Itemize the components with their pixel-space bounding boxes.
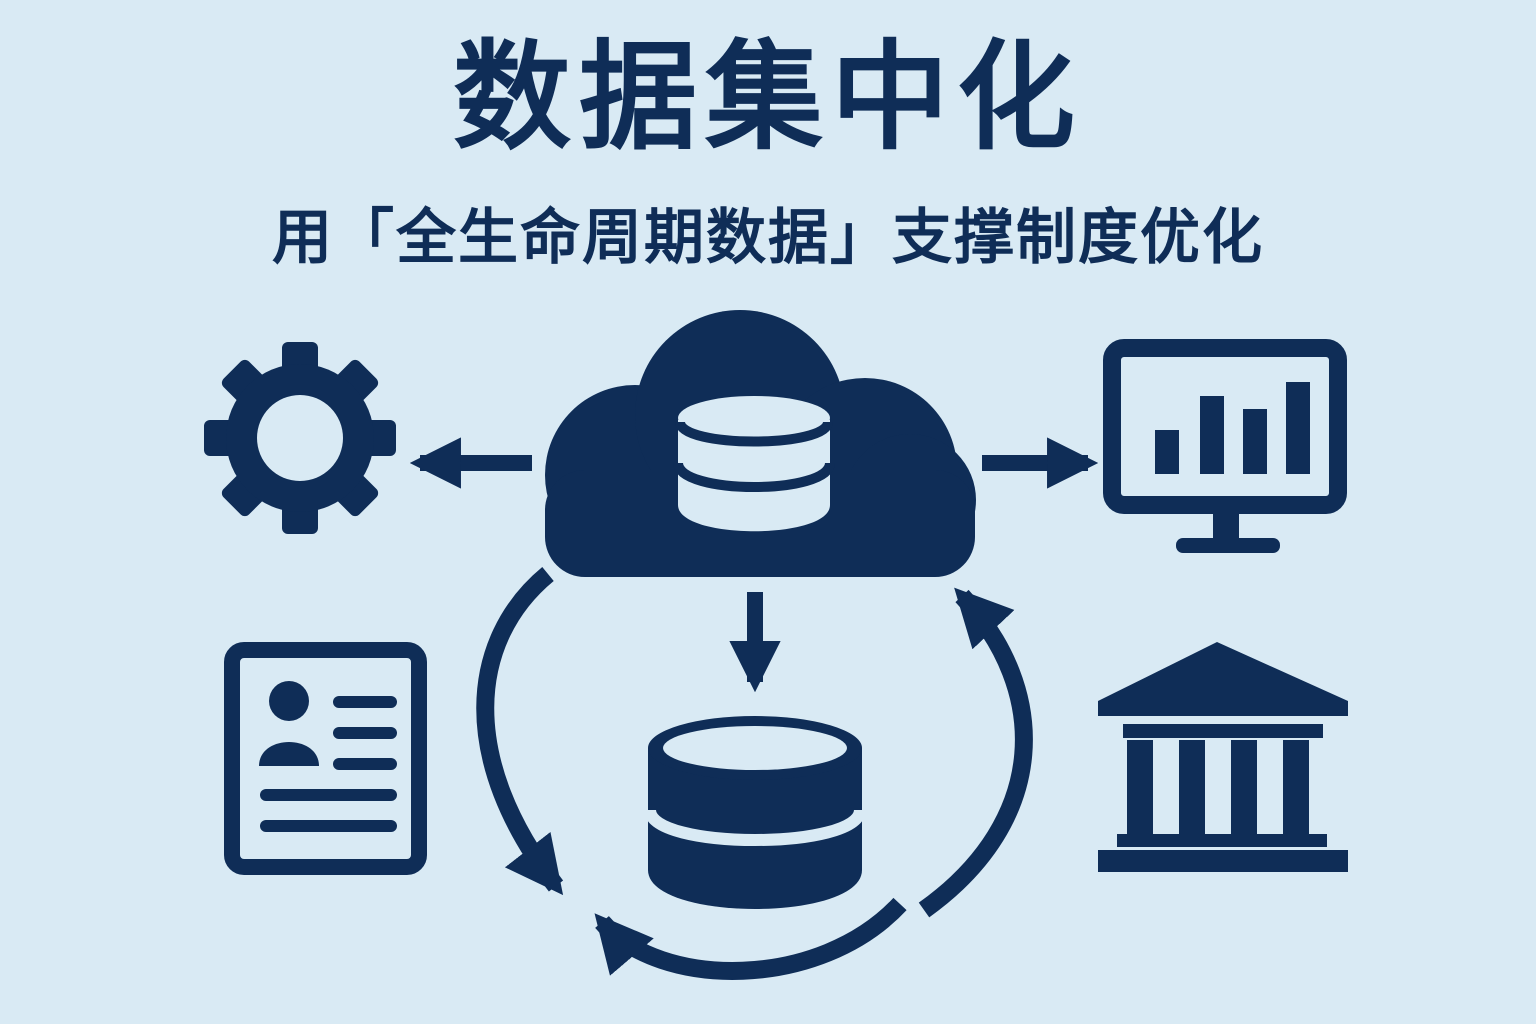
left-cycle-arrow xyxy=(476,567,564,896)
profile-card-icon xyxy=(224,642,427,875)
institution-building-icon xyxy=(1098,642,1348,872)
monitor-bar-chart-icon xyxy=(1103,339,1347,553)
page-subtitle: 用「全生命周期数据」支撑制度优化 xyxy=(272,203,1264,273)
right-cycle-arrow xyxy=(918,587,1033,918)
database-icon xyxy=(644,716,866,909)
gear-icon xyxy=(204,342,396,534)
cloud-database-icon xyxy=(545,310,976,577)
bottom-cycle-arrow xyxy=(594,897,907,980)
page-title: 数据集中化 xyxy=(452,28,1083,166)
